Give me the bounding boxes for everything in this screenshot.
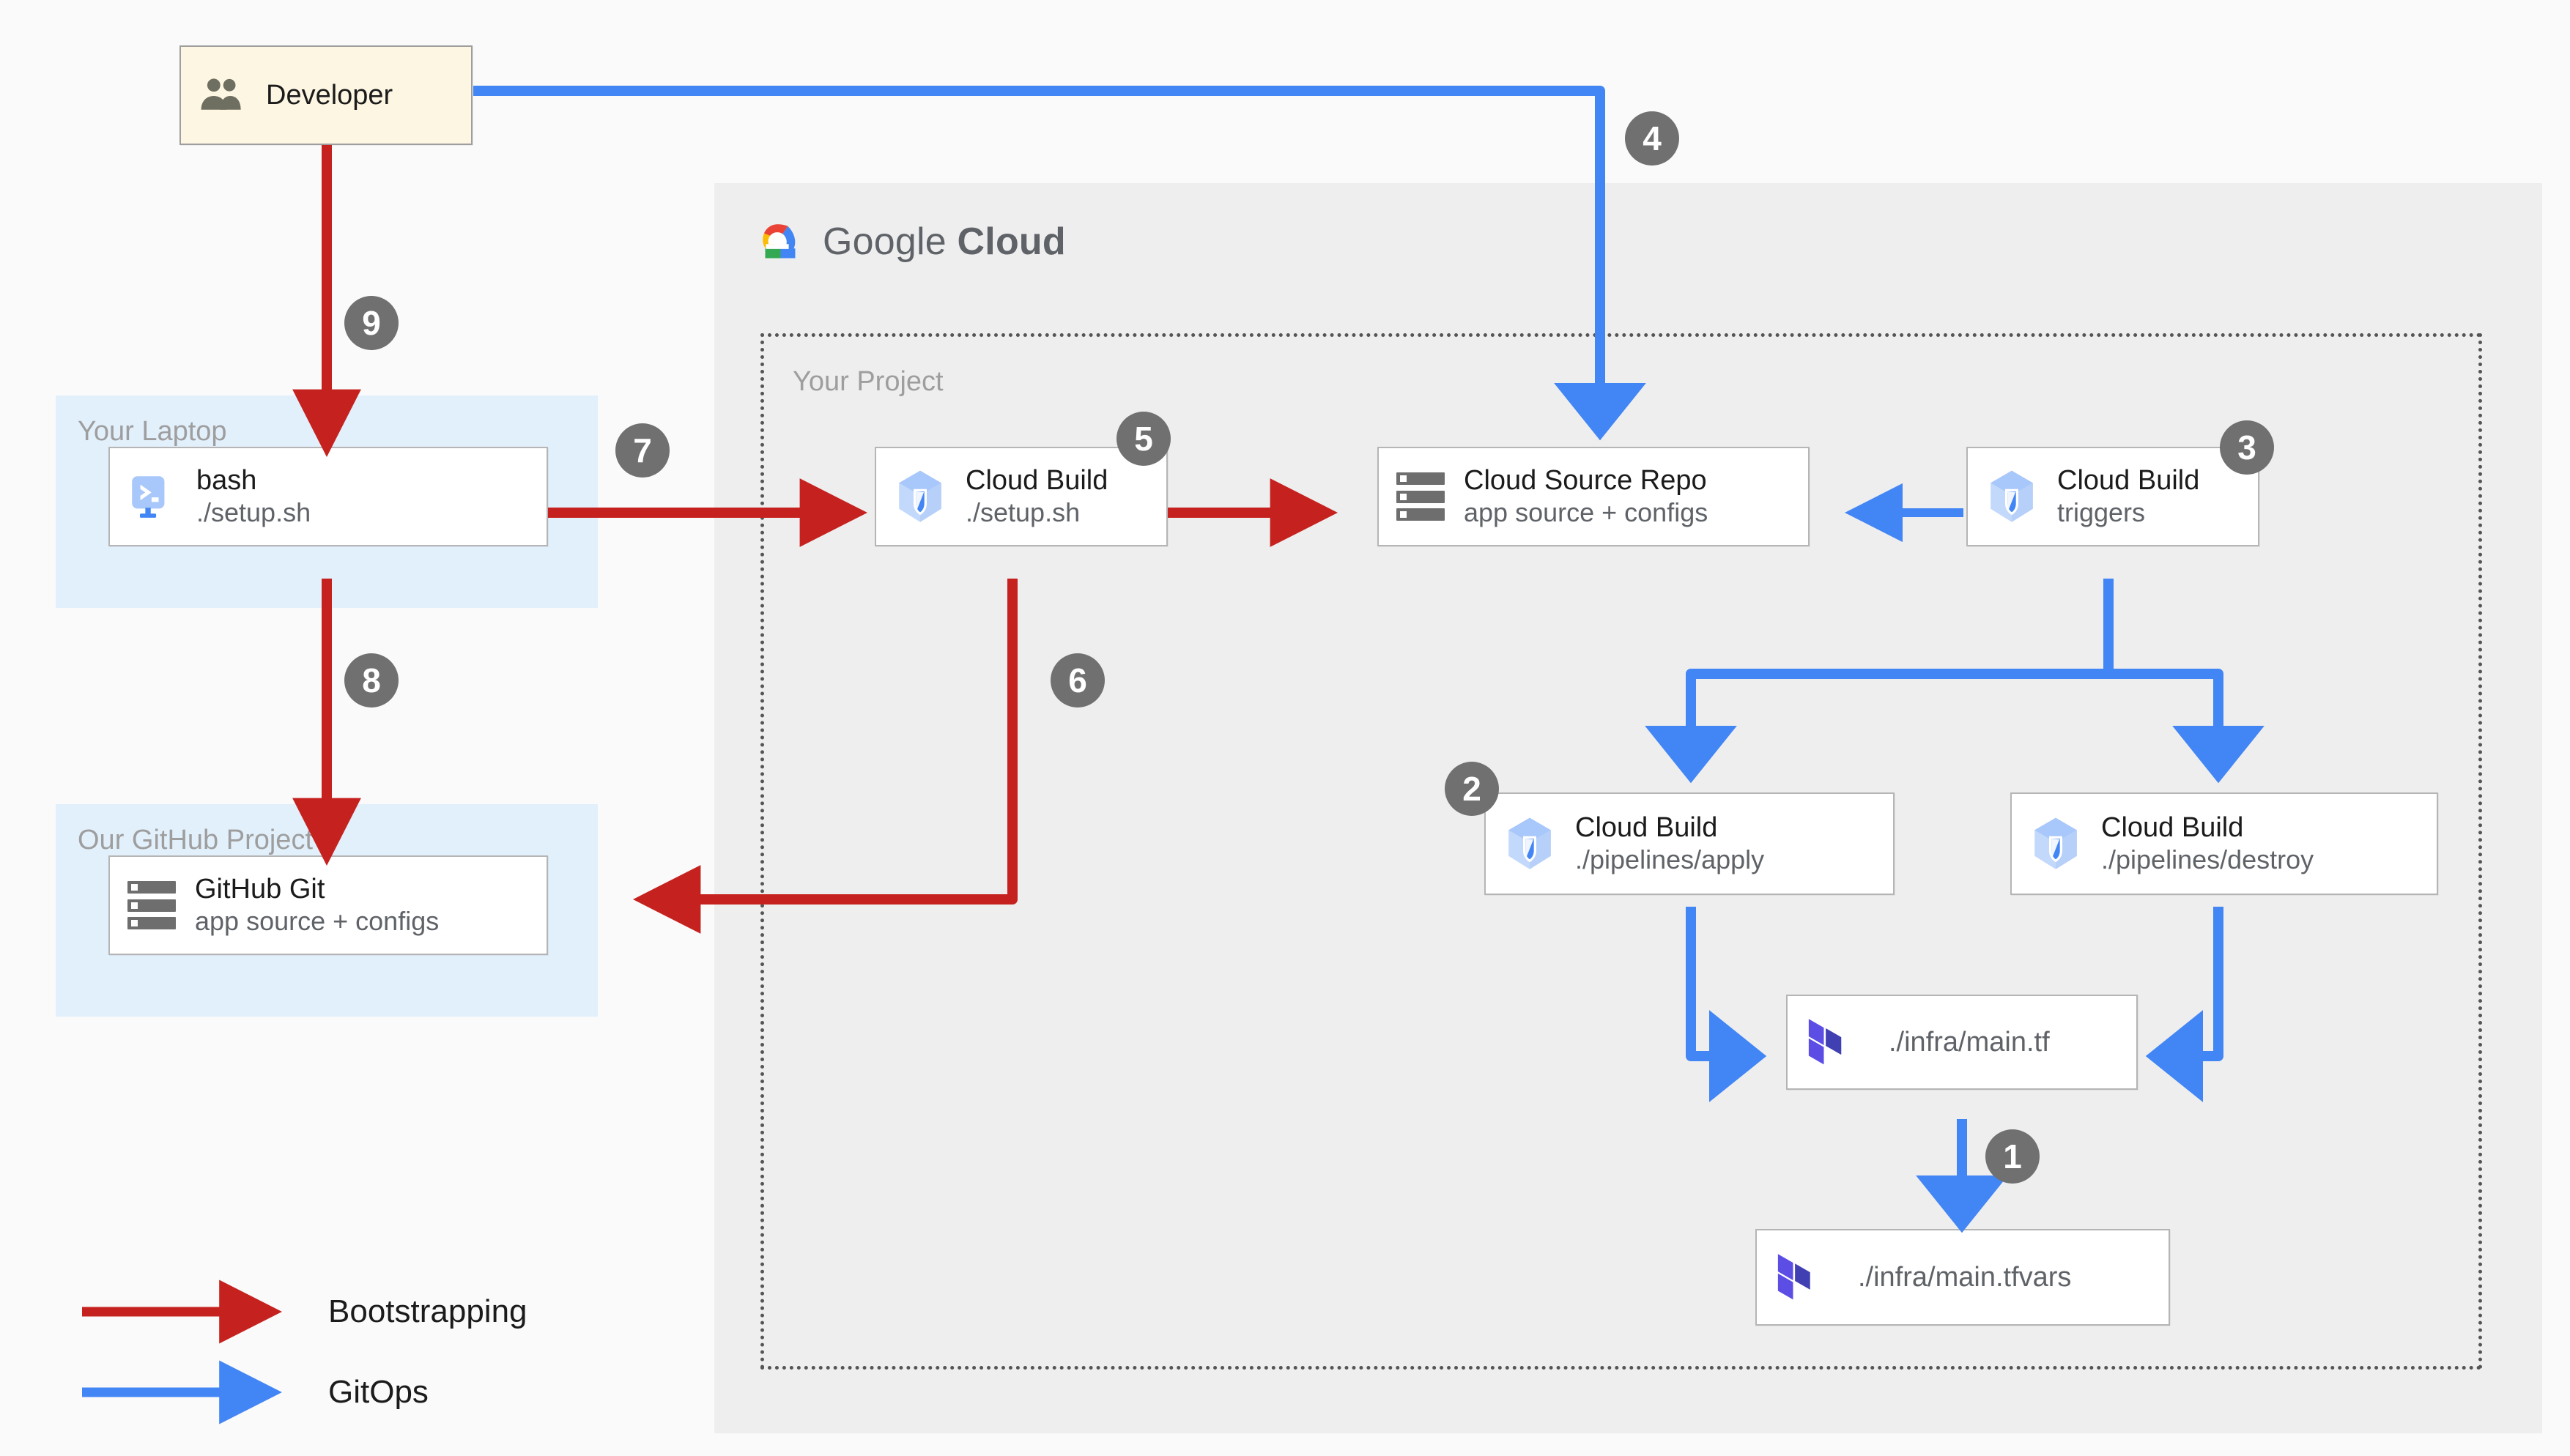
node-github-git-text: GitHub Git app source + configs	[195, 873, 439, 937]
cloud-build-icon	[1985, 468, 2038, 525]
brand-cloud: Cloud	[957, 220, 1066, 263]
cloud-build-icon	[2029, 815, 2082, 872]
terraform-icon	[1805, 1015, 1856, 1069]
node-cloud-build-apply[interactable]: Cloud Build ./pipelines/apply	[1484, 792, 1895, 895]
cloud-build-icon	[894, 468, 947, 525]
cloud-build-icon	[1503, 815, 1556, 872]
node-bash-title: bash	[196, 465, 257, 497]
step-badge-1: 1	[1985, 1129, 2040, 1184]
google-cloud-logo	[763, 224, 796, 259]
people-icon	[199, 75, 247, 115]
brand-google: Google	[823, 220, 947, 263]
your-project-label: Your Project	[793, 366, 944, 397]
node-main-tf[interactable]: ./infra/main.tf	[1786, 995, 2138, 1090]
node-bash-text: bash ./setup.sh	[196, 464, 311, 528]
node-main-tfvars-text: ./infra/main.tfvars	[1858, 1262, 2071, 1293]
legend-item-bootstrapping: Bootstrapping	[81, 1279, 527, 1344]
node-cloud-build-triggers[interactable]: Cloud Build triggers	[1966, 447, 2259, 546]
node-cloud-build-destroy-subtitle: ./pipelines/destroy	[2101, 844, 2314, 875]
node-developer[interactable]: Developer	[179, 45, 473, 145]
node-bash-subtitle: ./setup.sh	[196, 497, 311, 528]
terraform-icon	[1774, 1250, 1826, 1304]
step-badge-4: 4	[1625, 111, 1679, 166]
node-main-tfvars[interactable]: ./infra/main.tfvars	[1755, 1229, 2170, 1326]
node-github-git-subtitle: app source + configs	[195, 906, 440, 937]
node-cloud-source-repo-title: Cloud Source Repo	[1464, 465, 1707, 497]
node-github-git-title: GitHub Git	[195, 874, 325, 905]
repo-icon	[127, 881, 176, 929]
node-cloud-build-apply-title: Cloud Build	[1575, 812, 1718, 844]
node-cloud-build-triggers-text: Cloud Build triggers	[2057, 464, 2199, 528]
step-badge-5: 5	[1116, 412, 1171, 466]
node-github-git[interactable]: GitHub Git app source + configs	[108, 855, 548, 955]
node-cloud-build-setup-text: Cloud Build ./setup.sh	[966, 464, 1108, 528]
google-cloud-wordmark: Google Cloud	[823, 220, 1066, 264]
node-cloud-source-repo-text: Cloud Source Repo app source + configs	[1464, 464, 1708, 528]
node-cloud-build-destroy[interactable]: Cloud Build ./pipelines/destroy	[2010, 792, 2438, 895]
step-badge-6: 6	[1051, 653, 1105, 707]
node-cloud-build-setup-title: Cloud Build	[966, 465, 1108, 497]
node-bash[interactable]: bash ./setup.sh	[108, 447, 548, 546]
terminal-icon	[127, 472, 177, 521]
step-badge-2: 2	[1445, 762, 1499, 816]
node-main-tf-text: ./infra/main.tf	[1889, 1027, 2050, 1058]
our-github-project-label: Our GitHub Project	[78, 825, 313, 855]
step-badge-8: 8	[344, 653, 399, 707]
node-cloud-source-repo[interactable]: Cloud Source Repo app source + configs	[1377, 447, 1810, 546]
node-cloud-source-repo-subtitle: app source + configs	[1464, 497, 1708, 528]
legend: Bootstrapping GitOps	[81, 1279, 527, 1425]
step-badge-7: 7	[615, 423, 670, 478]
node-cloud-build-setup[interactable]: Cloud Build ./setup.sh	[875, 447, 1168, 546]
node-cloud-build-triggers-subtitle: triggers	[2057, 497, 2146, 528]
repo-icon	[1396, 472, 1445, 521]
your-laptop-label: Your Laptop	[78, 416, 227, 447]
legend-arrow-gitops	[82, 1360, 283, 1425]
step-badge-9: 9	[344, 296, 399, 350]
node-cloud-build-setup-subtitle: ./setup.sh	[966, 497, 1081, 528]
node-developer-text: Developer	[266, 80, 393, 111]
node-cloud-build-triggers-title: Cloud Build	[2057, 465, 2200, 497]
legend-label-gitops: GitOps	[328, 1374, 429, 1410]
node-developer-title: Developer	[266, 79, 393, 111]
google-cloud-header: Google Cloud	[751, 220, 1066, 264]
node-cloud-build-destroy-text: Cloud Build ./pipelines/destroy	[2101, 811, 2314, 875]
legend-item-gitops: GitOps	[81, 1360, 527, 1425]
node-main-tf-label: ./infra/main.tf	[1889, 1026, 2050, 1058]
node-cloud-build-destroy-title: Cloud Build	[2101, 812, 2244, 844]
legend-arrow-bootstrapping	[82, 1279, 283, 1344]
node-cloud-build-apply-text: Cloud Build ./pipelines/apply	[1575, 811, 1764, 875]
node-cloud-build-apply-subtitle: ./pipelines/apply	[1575, 844, 1765, 875]
node-main-tfvars-label: ./infra/main.tfvars	[1858, 1261, 2072, 1293]
step-badge-3: 3	[2220, 420, 2274, 475]
legend-label-bootstrapping: Bootstrapping	[328, 1293, 527, 1329]
